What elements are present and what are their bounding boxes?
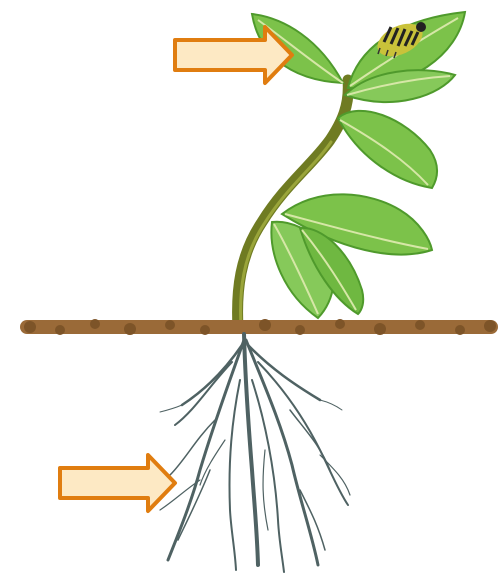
roots: [160, 334, 350, 572]
soil-line: [20, 319, 498, 335]
leaf-pointer-arrow: [175, 27, 292, 83]
leaf-middle-right: [338, 111, 437, 188]
root-pointer-arrow: [60, 455, 175, 511]
